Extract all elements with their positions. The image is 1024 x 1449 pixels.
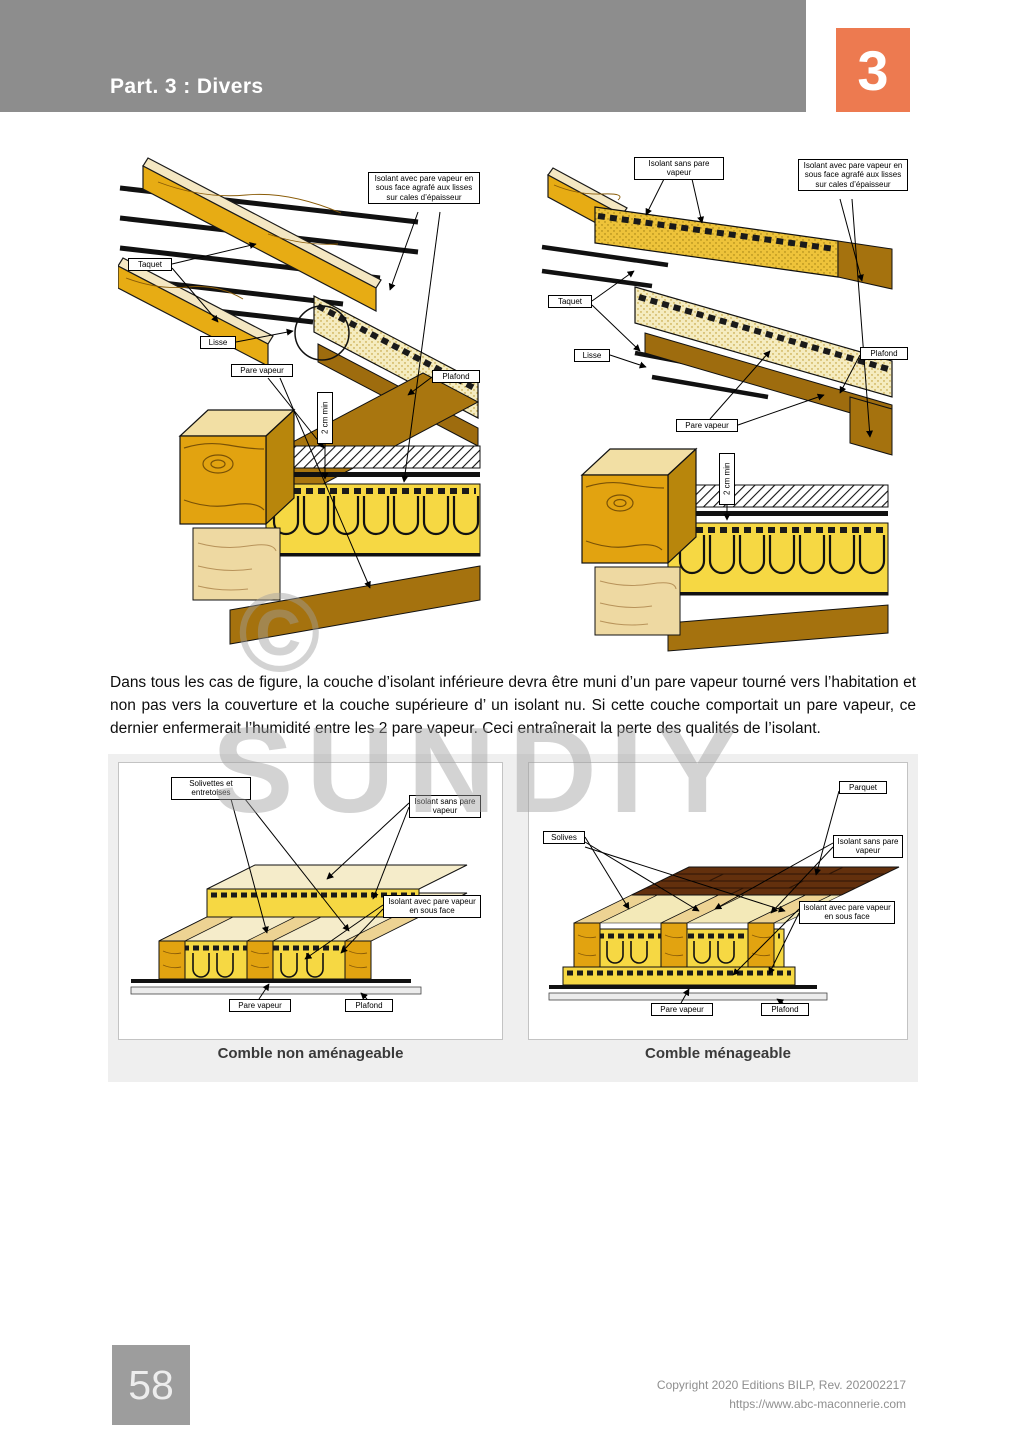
ceiling-board-brown <box>229 565 481 645</box>
page-number: 58 <box>128 1361 174 1408</box>
pare-vapeur-label: Pare vapeur <box>651 1003 713 1017</box>
figure-caption-comble-menageable: Comble ménageable <box>645 1045 791 1062</box>
plafond-label: Plafond <box>432 370 480 384</box>
lisse-label: Lisse <box>574 349 610 363</box>
header-bar: Part. 3 : Divers <box>0 0 806 112</box>
secondary-beam <box>594 566 681 636</box>
ceiling-insulation-omega <box>667 522 889 596</box>
roof-insulation-diagram <box>118 157 481 645</box>
website-link[interactable]: https://www.abc-maconnerie.com <box>729 1396 906 1411</box>
isolant-avec-pare-vapeur-label: Isolant avec pare vapeur en sous face ag… <box>368 172 480 205</box>
main-beam <box>178 408 296 526</box>
isolant-sans-pare-vapeur-label: Isolant sans pare vapeur <box>634 157 724 180</box>
section-title: Part. 3 : Divers <box>110 75 264 98</box>
solives-label: Solives <box>543 831 585 845</box>
ceiling-strip <box>548 992 828 1001</box>
chapter-number-badge: 3 <box>836 28 910 112</box>
body-paragraph: Dans tous les cas de figure, la couche d… <box>110 674 916 737</box>
detail-circle <box>294 305 350 361</box>
isolant-avec-pare-vapeur-label: Isolant avec pare vapeur en sous face <box>383 895 481 918</box>
upper-insulation-layer <box>206 864 468 918</box>
figure-roof-insulation-double-layer: Isolant sans pare vapeur Isolant avec pa… <box>540 145 912 665</box>
plafond-label: Plafond <box>860 347 908 361</box>
ceiling-insulation-omega <box>265 483 481 557</box>
pare-vapeur-label: Pare vapeur <box>231 364 293 378</box>
isolant-sans-pare-vapeur-label: Isolant sans pare vapeur <box>409 795 481 818</box>
pare-vapeur-label: Pare vapeur <box>676 419 738 433</box>
roof-insulation-diagram <box>541 167 893 652</box>
figure-caption-comble-non-amenageable: Comble non aménageable <box>217 1045 404 1062</box>
figure-roof-insulation-single-layer: Isolant avec pare vapeur en sous face ag… <box>118 148 493 663</box>
comble-figures-panel: Solivettes et entretoises Isolant sans p… <box>108 754 918 1082</box>
secondary-beam <box>192 527 281 601</box>
joist-ends <box>158 940 372 980</box>
leader-arrows <box>584 790 840 1006</box>
under-face-insulation-layer <box>562 966 796 986</box>
footer-copyright: Copyright 2020 Editions BILP, Rev. 20200… <box>657 1376 906 1413</box>
ceiling-board-brown <box>667 604 889 652</box>
figure-comble-menageable: Solives Parquet Isolant sans pare vapeur… <box>528 762 908 1040</box>
page-number-box: 58 <box>112 1345 190 1425</box>
pare-vapeur-label: Pare vapeur <box>229 999 291 1013</box>
plafond-label: Plafond <box>345 999 393 1013</box>
copyright-line: Copyright 2020 Editions BILP, Rev. 20200… <box>656 1378 906 1392</box>
main-beam <box>580 447 698 565</box>
gap-2cm-label: 2 cm min <box>317 392 333 444</box>
rafter-lower <box>118 257 274 367</box>
ceiling-hatch-strip <box>265 445 481 477</box>
joists-solives <box>573 922 775 968</box>
isolant-sans-pare-vapeur-label: Isolant sans pare vapeur <box>833 835 903 858</box>
parquet-label: Parquet <box>839 781 887 795</box>
lower-slab-front-face <box>158 940 372 980</box>
isolant-avec-pare-vapeur-label: Isolant avec pare vapeur en sous face ag… <box>798 159 908 192</box>
insulation-top-layer-no-vapor-barrier <box>594 206 893 290</box>
solivettes-label: Solivettes et entretoises <box>171 777 251 800</box>
vapor-barrier-line <box>131 979 411 983</box>
insulation-bottom-layer-with-vapor-barrier <box>634 286 893 456</box>
leader-arrows <box>230 798 410 1000</box>
taquet-label: Taquet <box>548 295 592 309</box>
lisse-label: Lisse <box>200 336 236 350</box>
leader-arrows <box>171 211 441 589</box>
isolant-avec-pare-vapeur-label: Isolant avec pare vapeur en sous face <box>799 901 895 924</box>
vapor-barrier-line <box>549 985 817 989</box>
gap-2cm-label: 2 cm min <box>719 453 735 505</box>
chapter-number: 3 <box>857 38 889 102</box>
ceiling-hatch-strip <box>667 484 889 516</box>
plafond-label: Plafond <box>761 1003 809 1017</box>
leader-arrows <box>591 178 874 521</box>
taquet-label: Taquet <box>128 258 172 272</box>
ceiling-strip <box>130 986 422 995</box>
rafter-upper <box>142 157 382 312</box>
figure-comble-non-amenageable: Solivettes et entretoises Isolant sans p… <box>118 762 503 1040</box>
